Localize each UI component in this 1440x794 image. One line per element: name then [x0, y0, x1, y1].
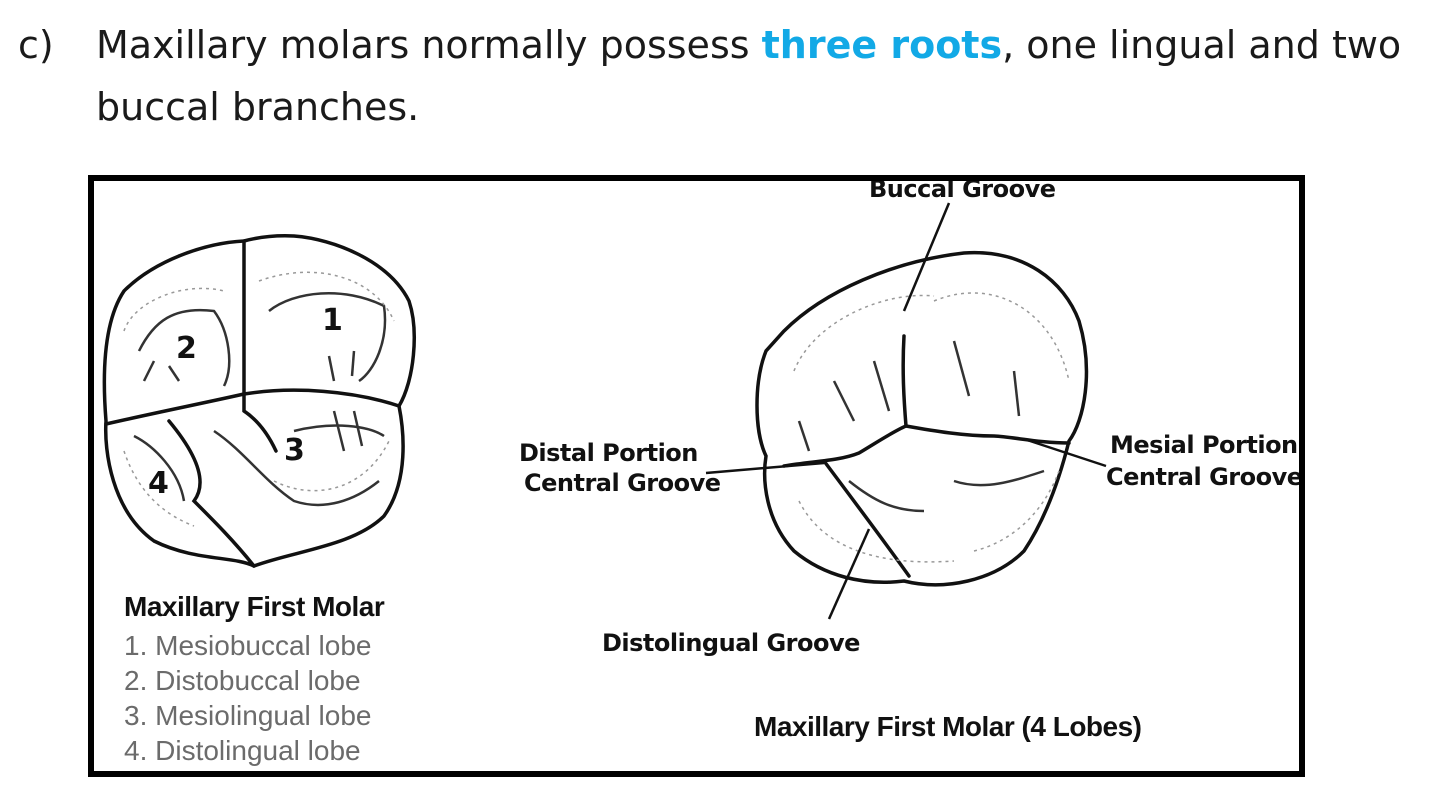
- statement-text-before: Maxillary molars normally possess: [96, 23, 762, 67]
- statement-highlight: three roots: [761, 23, 1003, 67]
- left-figure-title: Maxillary First Molar: [124, 591, 385, 622]
- lobe-number-1: 1: [322, 303, 343, 338]
- label-distal-central-groove: Central Groove: [524, 469, 721, 497]
- label-mesial-central-groove: Central Groove: [1106, 463, 1303, 491]
- leader-lines: [705, 202, 1107, 620]
- statement-text: Maxillary molars normally possess three …: [96, 14, 1416, 138]
- item-marker: c): [18, 23, 54, 67]
- label-distal-portion: Distal Portion: [519, 439, 698, 467]
- lobe-list-item: 4. Distolingual lobe: [124, 735, 361, 766]
- right-molar-inner-ridges: [797, 340, 1045, 513]
- lobe-list-item: 1. Mesiobuccal lobe: [124, 630, 372, 661]
- lobe-number-2: 2: [176, 331, 197, 366]
- left-molar-outline: [102, 234, 416, 568]
- label-distolingual-groove: Distolingual Groove: [602, 629, 860, 657]
- left-molar-inner-ridges: [133, 292, 387, 507]
- label-mesial-portion: Mesial Portion: [1110, 431, 1298, 459]
- molar-drawings: [102, 202, 1107, 620]
- lobe-list-item: 3. Mesiolingual lobe: [124, 700, 372, 731]
- lobe-list-item: 2. Distobuccal lobe: [124, 665, 361, 696]
- lobe-list: 1. Mesiobuccal lobe 2. Distobuccal lobe …: [124, 628, 372, 768]
- right-molar-outline: [755, 250, 1089, 587]
- lobe-number-4: 4: [148, 466, 169, 501]
- label-buccal-groove: Buccal Groove: [869, 175, 1056, 203]
- lobe-number-3: 3: [284, 433, 305, 468]
- molar-figure: 1 2 3 4 Maxillary First Molar 1. Mesiobu…: [88, 175, 1305, 777]
- statement-text-after: , one lingual and two buccal branches.: [96, 23, 1402, 129]
- right-figure-caption: Maxillary First Molar (4 Lobes): [754, 711, 1142, 742]
